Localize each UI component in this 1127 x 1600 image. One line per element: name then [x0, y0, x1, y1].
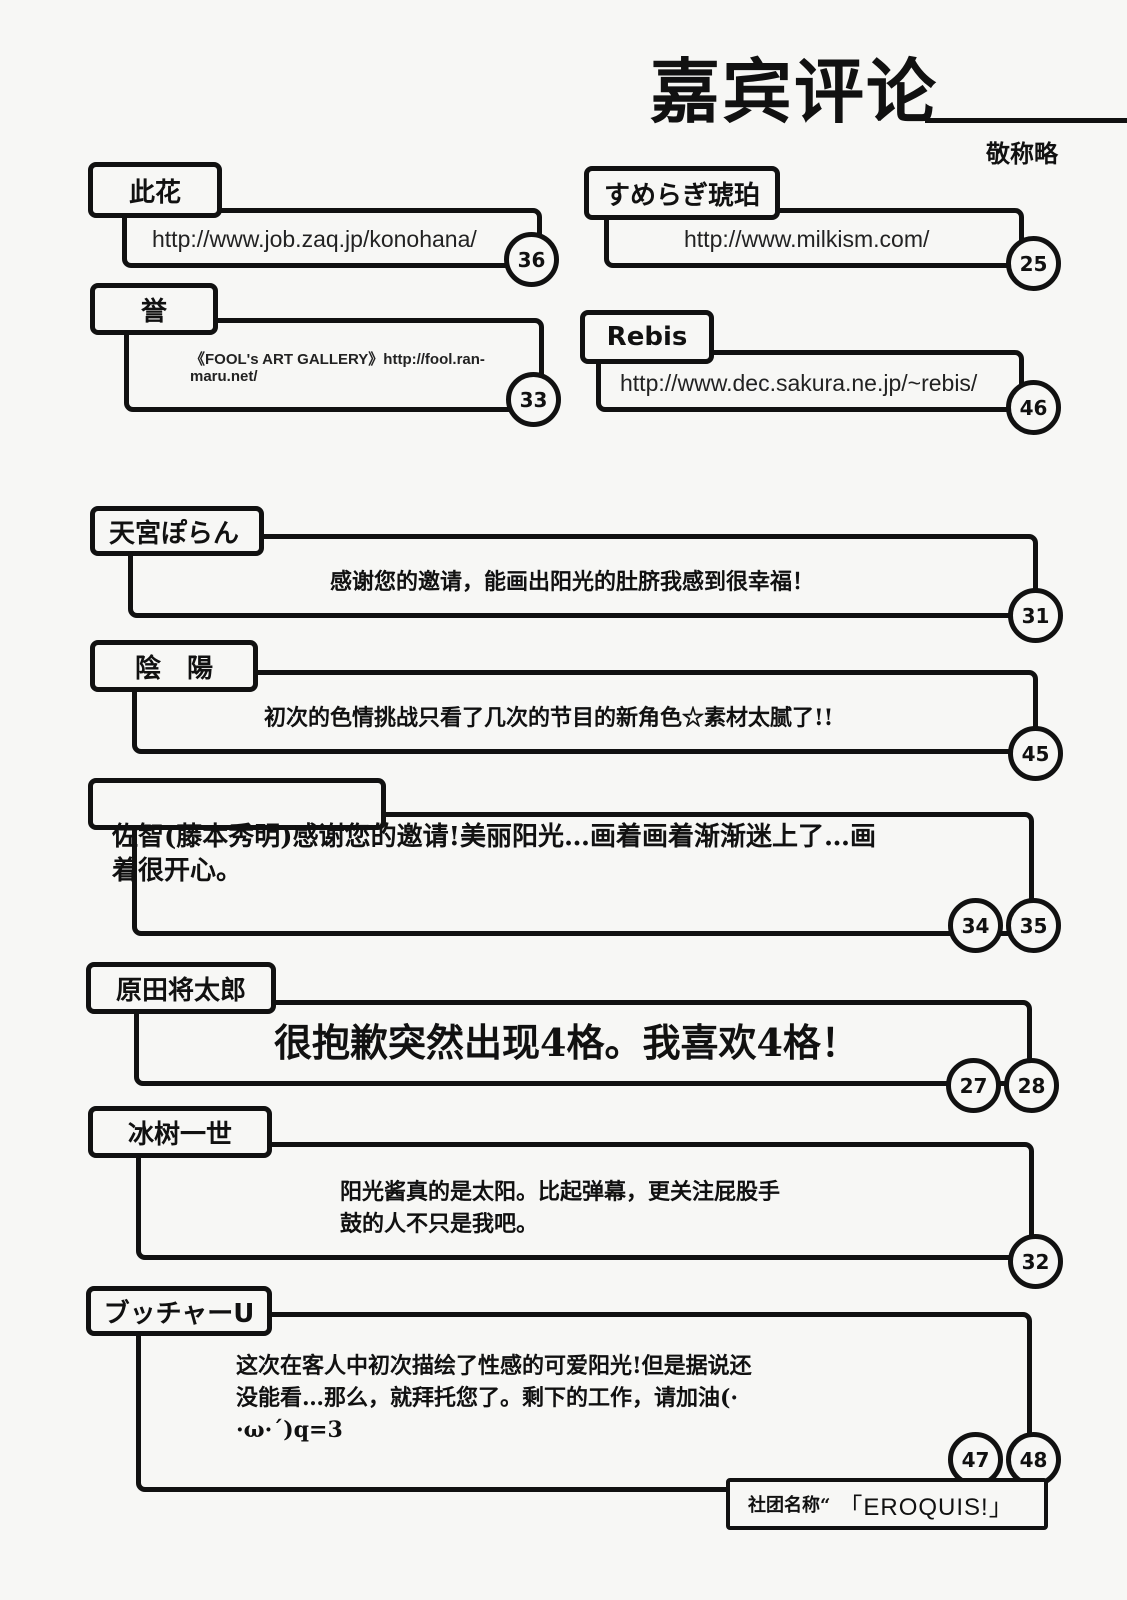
entry-box-hyoju — [136, 1142, 1034, 1260]
entry-name-hyoju: 冰树一世 — [88, 1106, 272, 1158]
entry-name-sachi — [88, 778, 386, 830]
entry-box-harada — [134, 1000, 1032, 1086]
page-number-badge: 34 — [948, 898, 1003, 953]
entry-comment-sachi-line1: 佐智(藤本秀明)感谢您的邀请!美丽阳光…画着画着渐渐迷上了…画 — [112, 822, 877, 852]
entry-name-sumeragi: すめらぎ琥珀 — [584, 166, 780, 220]
entry-name-amamiya: 天宮ぽらん — [90, 506, 264, 556]
entry-url-sumeragi[interactable]: http://www.milkism.com/ — [684, 226, 930, 252]
page-number-badge: 27 — [946, 1058, 1001, 1113]
page-number-badge: 46 — [1006, 380, 1061, 435]
entry-comment-harada: 很抱歉突然出现4格。我喜欢4格！ — [274, 1020, 859, 1065]
entry-name-harada: 原田将太郎 — [86, 962, 276, 1014]
title-underline — [925, 118, 1127, 123]
entry-box-konohana — [122, 208, 542, 268]
page-number-badge: 48 — [1006, 1432, 1061, 1487]
entry-url-homare-line2[interactable]: maru.net/ — [190, 368, 258, 385]
entry-url-rebis[interactable]: http://www.dec.sakura.ne.jp/~rebis/ — [620, 370, 978, 396]
entry-box-onmyo — [132, 670, 1038, 754]
entry-box-butcher — [136, 1312, 1032, 1492]
entry-url-konohana[interactable]: http://www.job.zaq.jp/konohana/ — [152, 226, 477, 252]
entry-comment-butcher-line2: 没能看…那么，就拜托您了。剩下的工作，请加油(· — [236, 1385, 739, 1411]
circle-name-box: 社团名称“ 「EROQUIS!」 — [726, 1478, 1048, 1530]
entry-comment-amamiya: 感谢您的邀请，能画出阳光的肚脐我感到很幸福！ — [330, 569, 815, 595]
page-number-badge: 32 — [1008, 1234, 1063, 1289]
entry-comment-hyoju-line2: 鼓的人不只是我吧。 — [340, 1211, 539, 1237]
circle-name-label: 社团名称“ — [748, 1495, 831, 1516]
page-number-badge: 28 — [1004, 1058, 1059, 1113]
entry-name-onmyo: 陰 陽 — [90, 640, 258, 692]
entry-comment-onmyo: 初次的色情挑战只看了几次的节目的新角色☆素材太腻了!! — [264, 705, 834, 731]
circle-name-value: 「EROQUIS!」 — [838, 1493, 1014, 1521]
page-number-badge: 31 — [1008, 588, 1063, 643]
page-number-badge: 35 — [1006, 898, 1061, 953]
entry-comment-butcher-line1: 这次在客人中初次描绘了性感的可爱阳光!但是据说还 — [236, 1353, 752, 1379]
entry-box-sachi — [132, 812, 1034, 936]
entry-comment-hyoju-line1: 阳光酱真的是太阳。比起弹幕，更关注屁股手 — [340, 1179, 781, 1205]
entry-comment-butcher-line3: ·ω·´)q=3 — [236, 1417, 343, 1443]
page-number-badge: 25 — [1006, 236, 1061, 291]
page-number-badge: 45 — [1008, 726, 1063, 781]
entry-comment-sachi-line2: 着很开心。 — [112, 856, 243, 886]
entry-name-butcher: ブッチャーU — [86, 1286, 272, 1336]
page-number-badge: 33 — [506, 372, 561, 427]
entry-url-homare-line1[interactable]: 《FOOL's ART GALLERY》http://fool.ran- — [190, 351, 485, 368]
page-title: 嘉宾评论 — [650, 50, 938, 133]
entry-name-rebis: Rebis — [580, 310, 714, 364]
entry-name-homare: 誉 — [90, 283, 218, 335]
page-number-badge: 36 — [504, 232, 559, 287]
entry-box-amamiya — [128, 534, 1038, 618]
entry-name-konohana: 此花 — [88, 162, 222, 218]
honorific-note: 敬称略 — [986, 139, 1058, 168]
